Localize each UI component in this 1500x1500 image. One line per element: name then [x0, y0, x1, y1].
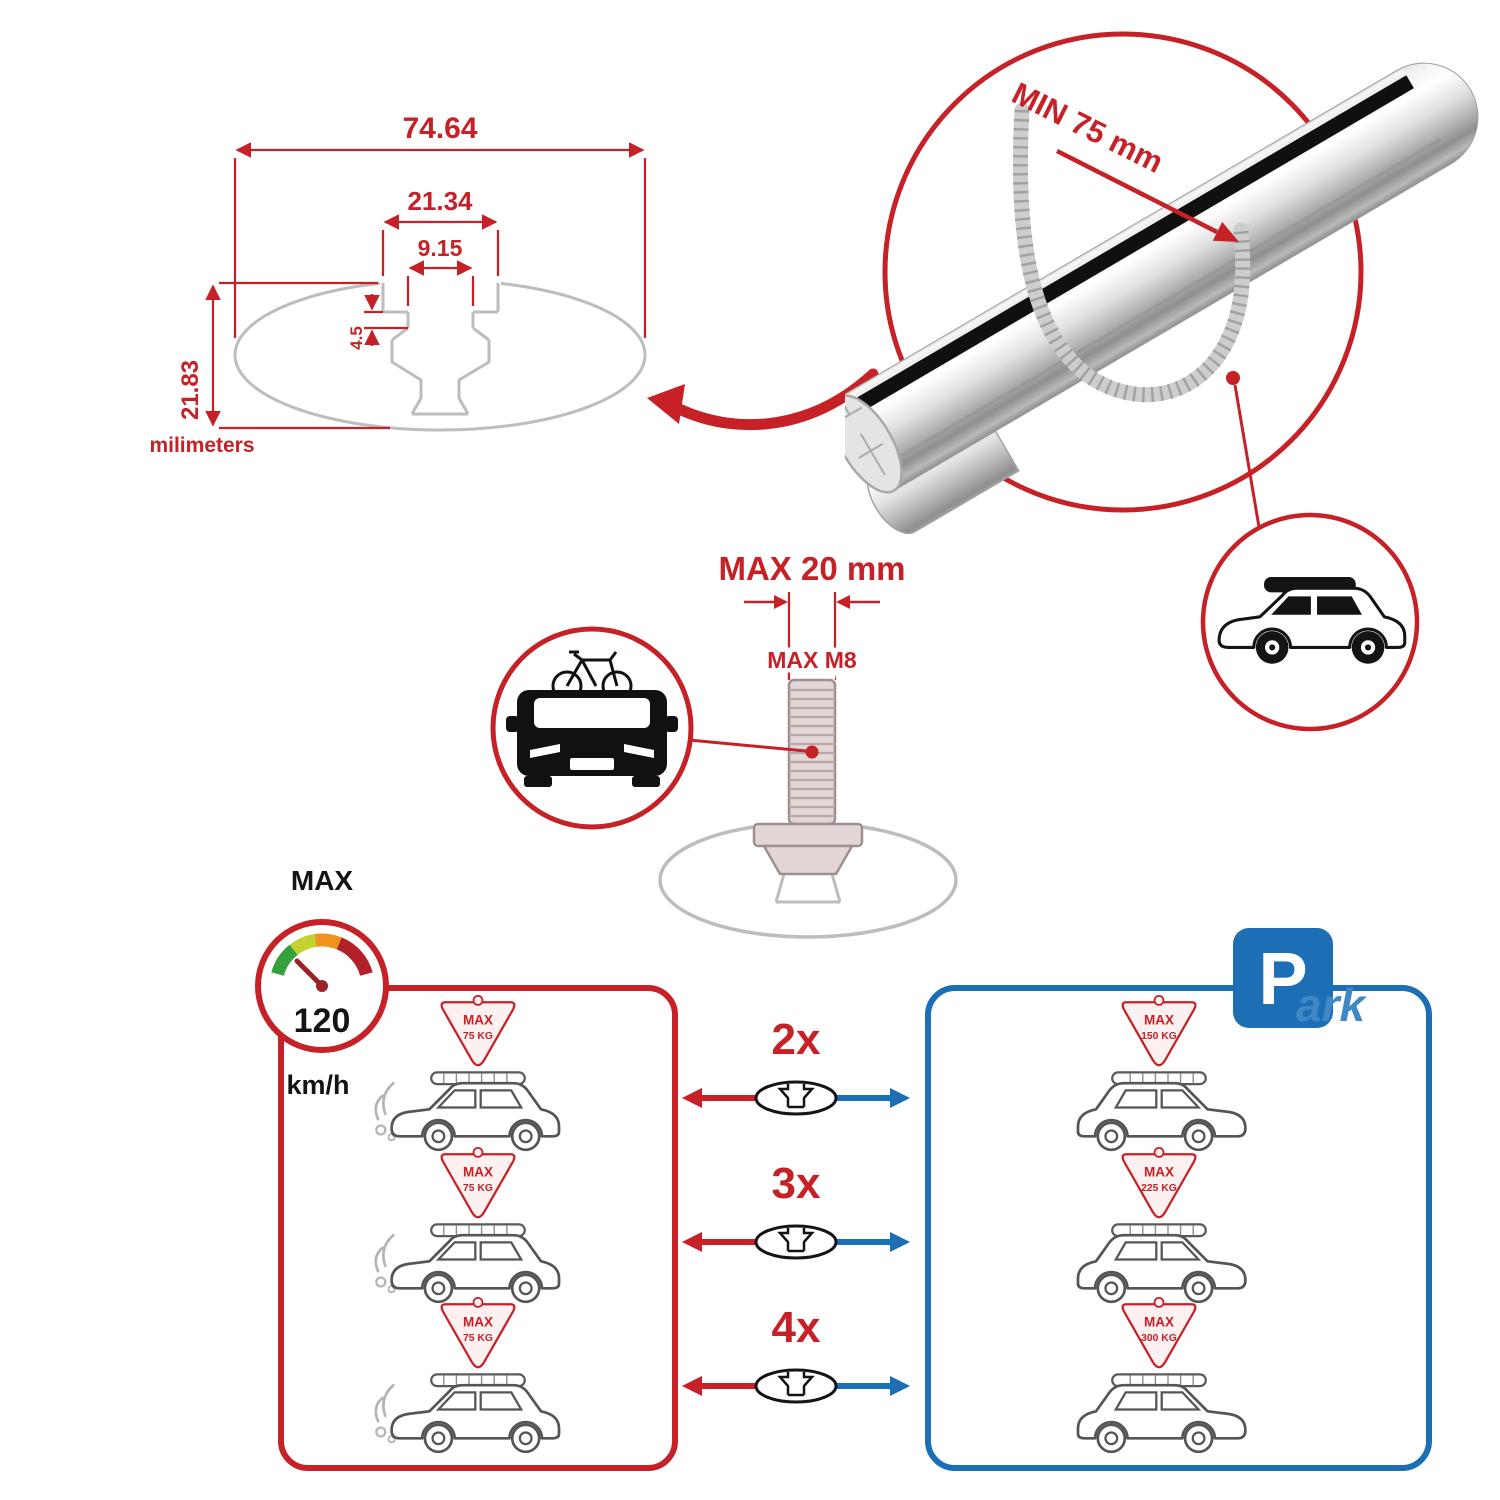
suv-with-roofbox: [1217, 577, 1407, 664]
bar-count-row: 3x: [682, 1159, 910, 1260]
callout-dot: [1226, 371, 1240, 385]
right-arrow-icon: [890, 1376, 910, 1396]
units-label: milimeters: [149, 434, 254, 457]
crossbar-section-icon: [754, 1224, 838, 1260]
load-tag-title: MAX: [1144, 1165, 1174, 1180]
parking-limit-panel: MAX 150 KG MAX 225 KG MAX 300 KG: [925, 985, 1432, 1471]
dim-slot-outer: 21.34: [407, 186, 473, 216]
min-span-arrow: [1055, 148, 1219, 235]
speed-heading: MAX: [291, 865, 354, 896]
crossbar-detail-circle: MIN 75 mm: [845, 31, 1479, 534]
bar-count-label: 4x: [772, 1303, 821, 1352]
callout-line: [1233, 384, 1261, 528]
speed-limit-gauge: MAX 120 km/h: [255, 865, 389, 1100]
car-with-load: MAX 225 KG: [1076, 1147, 1247, 1304]
dimension-lines: [205, 142, 647, 430]
load-tag-value: 75 KG: [463, 1031, 493, 1042]
profile-dimension-drawing: 74.64 21.34 9.15 4.5 21.83 milimeters: [149, 112, 647, 457]
profile-ellipse: [233, 278, 647, 432]
bolt-dimension-lines: [744, 592, 880, 680]
dim-slot-inner: 9.15: [418, 235, 463, 261]
right-arrow-icon: [890, 1232, 910, 1252]
bolt-max-length-label: MAX 20 mm: [718, 550, 905, 587]
crossbar-section-icon: [754, 1080, 838, 1116]
car-with-load: MAX 75 KG: [374, 1297, 561, 1454]
driving-limit-panel: MAX 75 KG MAX 75 KG MAX 75 KG: [278, 985, 678, 1471]
load-tag-title: MAX: [1144, 1315, 1174, 1330]
parking-sign-letter: P: [1258, 936, 1308, 1020]
left-arrow-icon: [682, 1376, 702, 1396]
load-tag-value: 225 KG: [1141, 1183, 1177, 1194]
dim-total-width: 74.64: [402, 112, 477, 145]
parking-sign-suffix: ark: [1296, 979, 1366, 1031]
car-with-load: MAX 75 KG: [374, 995, 561, 1152]
bolt-dimension-section: MAX 20 mm MAX M8: [490, 550, 958, 939]
rubber-channel-strip: [845, 75, 1414, 418]
speed-value: 120: [294, 1002, 351, 1040]
load-tag-value: 75 KG: [463, 1183, 493, 1194]
car-with-load: MAX 300 KG: [1076, 1297, 1247, 1454]
bar-count-label: 2x: [772, 1015, 821, 1064]
dim-lip-height: 4.5: [347, 326, 366, 350]
load-tag-title: MAX: [463, 1013, 493, 1028]
bar-count-row: 2x: [682, 1015, 910, 1116]
car-with-load: MAX 150 KG: [1076, 995, 1247, 1152]
load-tag-title: MAX: [1144, 1013, 1174, 1028]
left-arrow-icon: [682, 1232, 702, 1252]
profile-t-slot: [381, 283, 500, 416]
load-tag-value: 75 KG: [463, 1333, 493, 1344]
parking-sign: P: [1233, 928, 1333, 1028]
u-clamp-strap: [1012, 102, 1251, 403]
left-arrow-icon: [682, 1088, 702, 1108]
load-tag-title: MAX: [463, 1315, 493, 1330]
bar-count-label: 3x: [772, 1159, 821, 1208]
crossbar-bar: [845, 62, 1479, 494]
suv-roofbox-circle: [1200, 512, 1420, 732]
gauge-arc: [271, 933, 373, 977]
crossbar-section-icon: [754, 1368, 838, 1404]
bolt-callout-line: [688, 738, 807, 753]
t-bolt: [752, 678, 864, 876]
bolt-max-thread-label: MAX M8: [767, 647, 857, 673]
load-tag-value: 300 KG: [1141, 1333, 1177, 1344]
bar-count-row: 4x: [682, 1303, 910, 1404]
speed-unit: km/h: [286, 1070, 349, 1100]
load-tag-title: MAX: [463, 1165, 493, 1180]
car-front-with-bike: [506, 650, 678, 787]
right-arrow-icon: [890, 1088, 910, 1108]
load-tag-value: 150 KG: [1141, 1031, 1177, 1042]
car-with-load: MAX 75 KG: [374, 1147, 561, 1304]
dim-total-height: 21.83: [177, 360, 204, 420]
bolt-callout-dot: [805, 745, 819, 759]
